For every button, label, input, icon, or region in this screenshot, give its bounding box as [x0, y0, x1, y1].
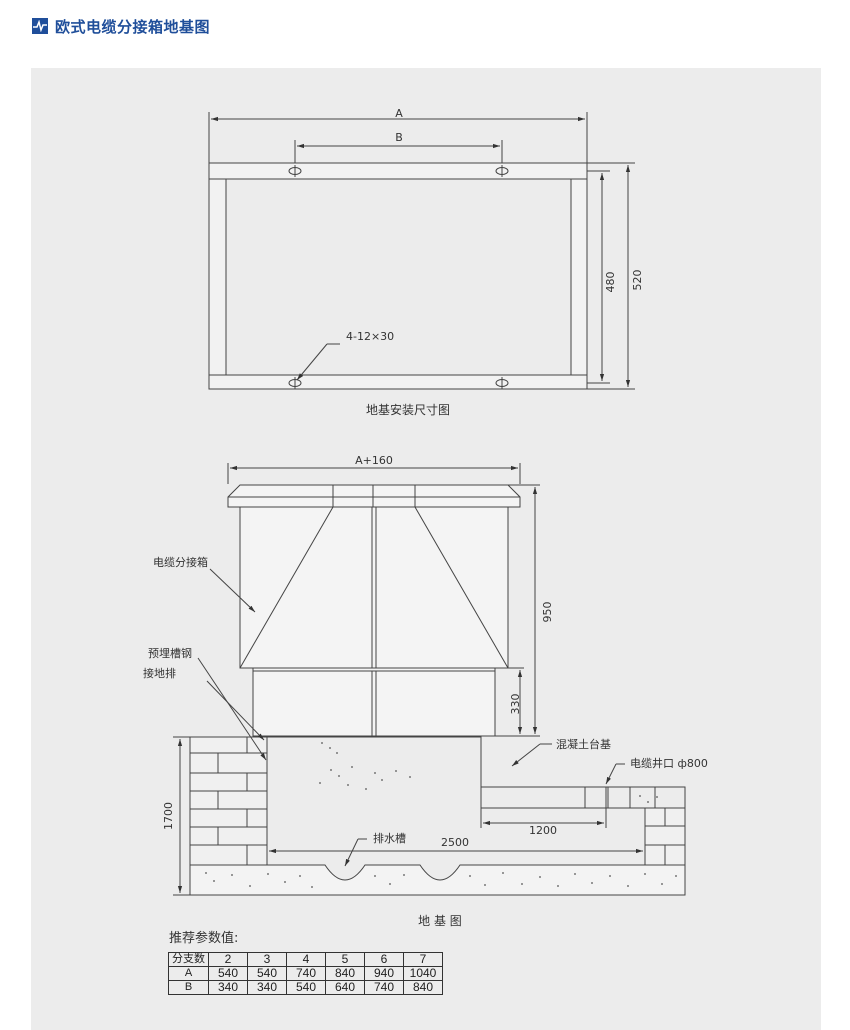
table-cell: 640 — [325, 980, 365, 995]
page-title: 欧式电缆分接箱地基图 — [55, 17, 211, 36]
plan-caption: 地基安装尺寸图 — [366, 402, 450, 417]
plan-view — [208, 112, 635, 390]
hole-spec-label: 4-12×30 — [346, 330, 394, 343]
params-title: 推荐参数值: — [169, 931, 239, 946]
dim-480-label: 480 — [604, 272, 617, 293]
section-view — [173, 463, 686, 896]
pulse-icon — [32, 18, 48, 34]
table-cell: 540 — [286, 980, 326, 995]
dim-520-label: 520 — [631, 270, 644, 291]
table-cell: 5 — [325, 952, 365, 967]
table-cell: 540 — [247, 966, 287, 981]
table-cell: 740 — [364, 980, 404, 995]
table-cell: 4 — [286, 952, 326, 967]
table-cell: 分支数 — [168, 952, 209, 967]
dim-950-label: 950 — [541, 602, 554, 623]
table-cell: 2 — [208, 952, 248, 967]
table-cell: 840 — [325, 966, 365, 981]
label-cable-box: 电缆分接箱 — [153, 555, 208, 569]
label-embedded-channel: 预埋槽钢 — [148, 647, 192, 660]
table-cell: 7 — [403, 952, 443, 967]
table-cell: 340 — [208, 980, 248, 995]
dim-2500-label: 2500 — [441, 836, 469, 849]
table-cell: 1040 — [403, 966, 443, 981]
table-cell: 340 — [247, 980, 287, 995]
dim-a160-label: A+160 — [355, 454, 393, 467]
params-table: 分支数 2 3 4 5 6 7 A 540 540 740 840 940 10… — [168, 952, 443, 995]
table-row: 分支数 2 3 4 5 6 7 — [168, 952, 443, 967]
concrete-speckles — [205, 742, 677, 888]
dim-330-label: 330 — [509, 694, 522, 715]
label-cable-well: 电缆井口 ф800 — [630, 756, 708, 770]
table-row: B 340 340 540 640 740 840 — [168, 980, 443, 995]
foundation-caption: 地 基 图 — [418, 914, 462, 928]
table-cell: B — [168, 980, 209, 995]
table-cell: 940 — [364, 966, 404, 981]
label-grounding-bar: 接地排 — [143, 666, 176, 680]
dim-b-label: B — [395, 131, 403, 144]
table-cell: 740 — [286, 966, 326, 981]
dim-1700-label: 1700 — [162, 802, 175, 830]
dim-a-label: A — [395, 107, 403, 120]
dim-1200-label: 1200 — [529, 824, 557, 837]
table-cell: 3 — [247, 952, 287, 967]
page-header: 欧式电缆分接箱地基图 — [32, 14, 210, 38]
label-concrete-base: 混凝土台基 — [556, 737, 611, 751]
label-drain-channel: 排水槽 — [373, 831, 406, 845]
table-cell: 540 — [208, 966, 248, 981]
table-row: A 540 540 740 840 940 1040 — [168, 966, 443, 981]
table-cell: 840 — [403, 980, 443, 995]
table-cell: A — [168, 966, 209, 981]
table-cell: 6 — [364, 952, 404, 967]
